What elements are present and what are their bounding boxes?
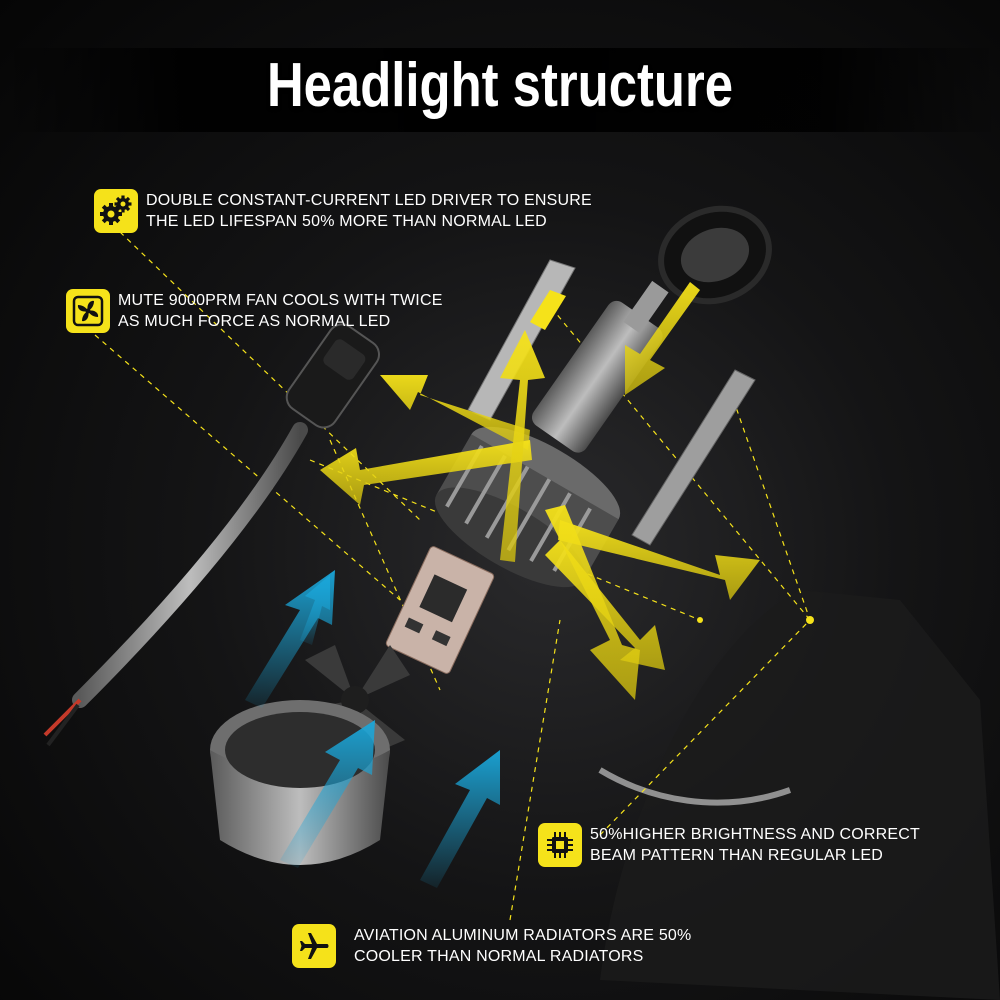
feature-brightness-line2: BEAM PATTERN THAN REGULAR LED (590, 847, 883, 864)
feature-driver: DOUBLE CONSTANT-CURRENT LED DRIVER TO EN… (94, 189, 592, 233)
feature-radiator: AVIATION ALUMINUM RADIATORS ARE 50% COOL… (292, 924, 691, 968)
feature-driver-text: DOUBLE CONSTANT-CURRENT LED DRIVER TO EN… (146, 190, 592, 232)
feature-fan-text: MUTE 9000PRM FAN COOLS WITH TWICE AS MUC… (118, 290, 443, 332)
feature-brightness-text: 50%HIGHER BRIGHTNESS AND CORRECT BEAM PA… (590, 824, 920, 866)
feature-radiator-line1: AVIATION ALUMINUM RADIATORS ARE 50% (354, 927, 692, 944)
wire-harness (72, 422, 308, 708)
feature-brightness-line1: 50%HIGHER BRIGHTNESS AND CORRECT (590, 826, 921, 843)
page-title: Headlight structure (266, 51, 734, 120)
airflow-arrows (245, 570, 500, 888)
light-output-arrows (320, 282, 760, 700)
driver-board (385, 546, 495, 674)
feature-fan-line1: MUTE 9000PRM FAN COOLS WITH TWICE (118, 292, 443, 309)
bulb-body (531, 280, 669, 453)
feature-brightness: 50%HIGHER BRIGHTNESS AND CORRECT BEAM PA… (538, 823, 920, 867)
led-chip-strip-rear (631, 369, 756, 546)
airplane-icon (292, 924, 336, 968)
feature-radiator-text: AVIATION ALUMINUM RADIATORS ARE 50% COOL… (354, 925, 691, 967)
car-light-strip (598, 767, 792, 806)
chip-icon (538, 823, 582, 867)
feature-radiator-line2: COOLER THAN NORMAL RADIATORS (354, 948, 644, 965)
feature-driver-line1: DOUBLE CONSTANT-CURRENT LED DRIVER TO EN… (146, 192, 592, 209)
car-silhouette (600, 590, 1000, 1000)
gears-icon (94, 189, 138, 233)
connector-plug (285, 323, 380, 429)
fan-icon (66, 289, 110, 333)
feature-fan-line2: AS MUCH FORCE AS NORMAL LED (118, 313, 391, 330)
feature-driver-line2: THE LED LIFESPAN 50% MORE THAN NORMAL LE… (146, 213, 547, 230)
title-band (0, 48, 1000, 132)
feature-fan: MUTE 9000PRM FAN COOLS WITH TWICE AS MUC… (66, 289, 443, 333)
